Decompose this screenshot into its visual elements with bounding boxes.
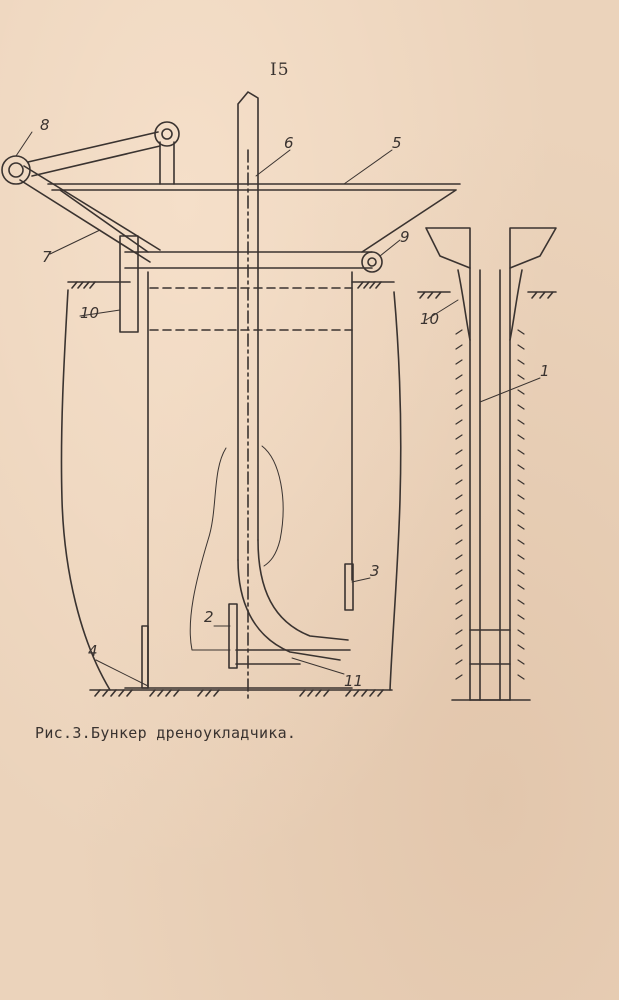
- callout-6: 6: [284, 134, 294, 152]
- leader-10-left: [79, 309, 121, 317]
- pivot-8-inner: [8, 162, 24, 178]
- curved-pipe-outlet: [237, 539, 349, 661]
- plate-4: [141, 625, 149, 689]
- plate-2: [228, 603, 238, 669]
- pivot-9: [361, 251, 383, 273]
- callout-7: 7: [42, 248, 52, 266]
- inclined-arm: [19, 165, 161, 263]
- callout-5: 5: [392, 134, 402, 152]
- leader-5: [343, 149, 393, 185]
- callout-4: 4: [88, 642, 98, 660]
- section-hatch-right: [517, 329, 525, 680]
- leader-9: [379, 239, 401, 257]
- plate-11: [235, 649, 351, 665]
- leader-7: [49, 229, 101, 255]
- upper-pivot: [154, 121, 180, 147]
- hopper-funnel: [47, 183, 461, 253]
- callout-9: 9: [400, 228, 410, 246]
- page-number: I5: [270, 60, 290, 80]
- trench-outline: [60, 289, 402, 691]
- callout-10-left: 10: [80, 304, 99, 322]
- section-inner-walls: [479, 269, 501, 701]
- callout-8: 8: [40, 116, 50, 134]
- leader-4: [95, 659, 149, 687]
- upper-linkage: [27, 131, 161, 177]
- section-hatch-left: [455, 329, 463, 680]
- leader-8: [15, 131, 33, 157]
- plate-3: [344, 563, 354, 611]
- leader-3: [351, 577, 371, 583]
- upper-post: [159, 141, 175, 185]
- section-walls: [469, 267, 511, 701]
- section-slab-right: [509, 227, 557, 269]
- section-ground-left: [417, 291, 451, 299]
- figure-caption: Рис.3.Бункер дреноукладчика.: [35, 724, 297, 742]
- leader-11: [291, 657, 345, 675]
- leader-6: [255, 149, 291, 177]
- side-plate-10: [119, 235, 139, 333]
- ground-hatch-top: [71, 281, 382, 289]
- pivot-8: [1, 155, 31, 185]
- leader-10-right: [425, 299, 459, 321]
- section-bottom-bands: [469, 629, 511, 701]
- section-ground-right: [527, 291, 557, 299]
- pivot-9-inner: [367, 257, 377, 267]
- section-slab-left: [425, 227, 471, 269]
- section-side-plates: [457, 269, 523, 341]
- callout-10-right: 10: [420, 310, 439, 328]
- soil-cavity-outline: [189, 445, 284, 651]
- callout-2: 2: [204, 608, 214, 626]
- vertical-pipe: [237, 91, 259, 561]
- callout-11: 11: [344, 672, 363, 690]
- callout-1: 1: [540, 362, 550, 380]
- callout-3: 3: [370, 562, 380, 580]
- ground-hatch-bottom: [94, 689, 384, 697]
- upper-pivot-inner: [161, 128, 173, 140]
